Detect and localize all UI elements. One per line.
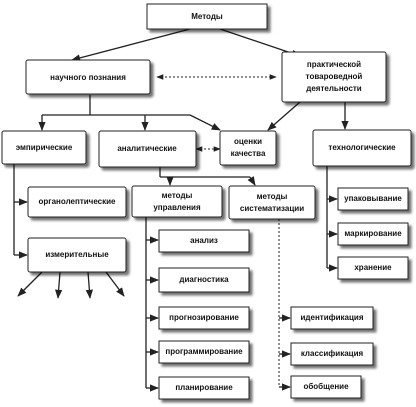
arrow-to-quality	[189, 114, 221, 131]
measuring-out-1	[17, 271, 43, 297]
measuring-out-2	[54, 271, 63, 299]
node-methods-label: Методы	[191, 12, 223, 21]
node-practical-line-3: деятельности	[306, 84, 362, 93]
node-measuring-label: измерительные	[45, 250, 109, 259]
measuring-out-3	[85, 271, 94, 299]
node-analytical: аналитические	[98, 130, 197, 168]
node-identification: идентификация	[290, 306, 374, 330]
bus-analytical-children	[159, 167, 250, 178]
node-analysis-label: анализ	[190, 236, 218, 245]
node-systematization: методы систематизации	[228, 185, 316, 220]
node-labeling: маркирование	[337, 222, 409, 246]
node-programming: программирование	[158, 340, 250, 364]
measuring-out-4	[105, 271, 125, 297]
node-labeling-label: маркирование	[344, 229, 402, 238]
node-quality-line-1: оценки	[234, 137, 262, 146]
node-storage-label: хранение	[354, 263, 392, 272]
node-organoleptic: органолептические	[27, 186, 127, 218]
node-technological: технологические	[312, 129, 412, 167]
node-practical: практической товароведной деятельности	[281, 51, 387, 103]
node-management: методы управления	[131, 185, 223, 218]
node-practical-line-1: практической	[307, 60, 361, 69]
node-measuring: измерительные	[27, 237, 127, 273]
node-forecasting: прогнозирование	[158, 306, 250, 330]
node-generalization: обобщение	[290, 375, 362, 399]
node-forecasting-label: прогнозирование	[169, 313, 239, 322]
node-practical-line-2: товароведной	[306, 72, 363, 81]
node-scientific: научного познания	[25, 59, 151, 95]
node-empirical: эмпирические	[1, 130, 87, 165]
node-diagnostics: диагностика	[158, 267, 250, 293]
node-diagnostics-label: диагностика	[179, 275, 229, 284]
node-planning: планирование	[158, 376, 250, 400]
arrow-practical-to-quality	[267, 101, 301, 131]
node-classification: классификация	[290, 342, 374, 366]
node-classification-label: классификация	[301, 349, 364, 358]
node-storage: хранение	[337, 256, 409, 280]
arrow-methods-to-scientific	[71, 28, 191, 62]
node-empirical-label: эмпирические	[16, 143, 73, 152]
node-packaging: упаковывание	[337, 187, 409, 211]
node-quality-line-2: качества	[231, 149, 266, 158]
node-organoleptic-label: органолептические	[39, 197, 117, 206]
connectors	[13, 28, 349, 392]
node-packaging-label: упаковывание	[344, 194, 402, 203]
node-management-line-1: методы	[162, 191, 193, 200]
node-generalization-label: обобщение	[303, 382, 349, 391]
node-management-line-2: управления	[153, 203, 201, 212]
node-scientific-label: научного познания	[50, 73, 126, 82]
node-analysis: анализ	[158, 229, 250, 253]
node-planning-label: планирование	[175, 383, 233, 392]
node-identification-label: идентификация	[301, 313, 364, 322]
node-quality: оценки качества	[219, 130, 277, 166]
node-systematization-line-2: систематизации	[240, 204, 304, 213]
node-technological-label: технологические	[328, 143, 396, 152]
bus-scientific-children	[42, 95, 190, 116]
node-programming-label: программирование	[165, 347, 243, 356]
node-systematization-line-1: методы	[257, 192, 288, 201]
arrow-to-systematization	[247, 176, 256, 186]
node-analytical-label: аналитические	[117, 144, 177, 153]
node-methods: Методы	[146, 3, 268, 30]
